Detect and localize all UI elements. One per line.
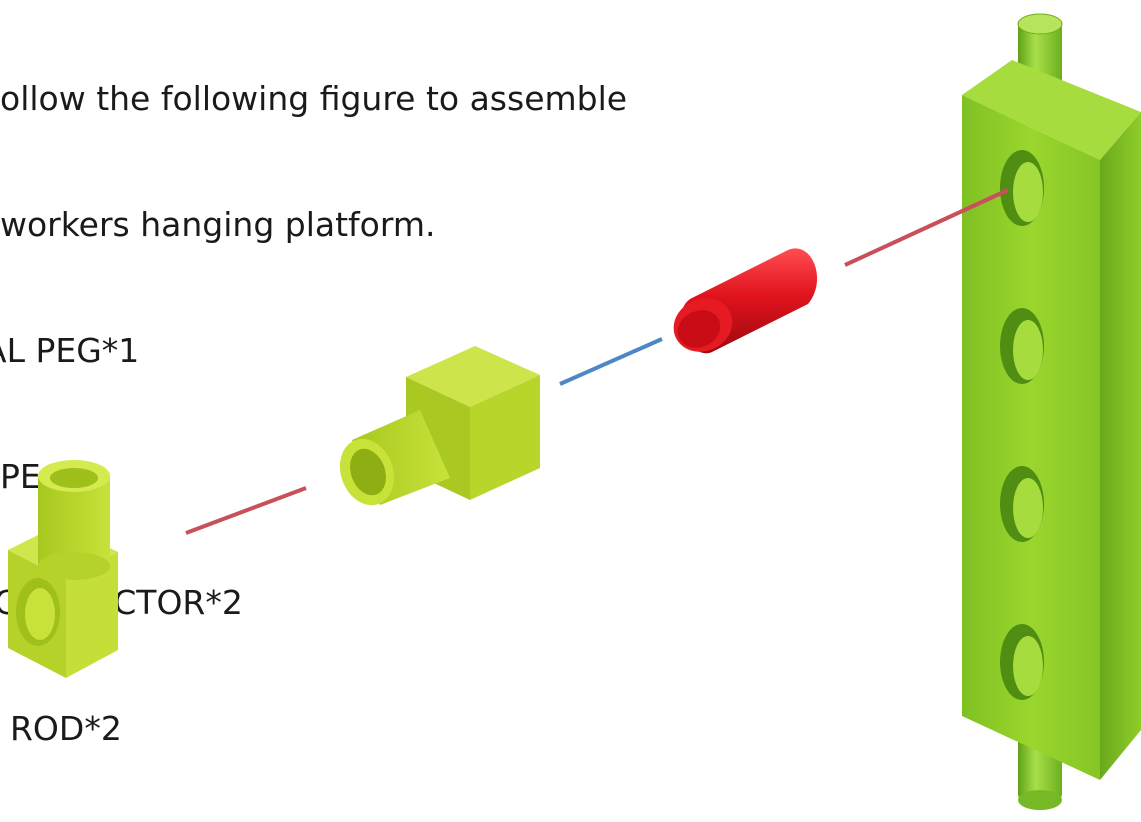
rod-side-face xyxy=(1100,112,1141,780)
connector-left-side-hole-inner xyxy=(25,588,55,640)
connector-left-cube-side xyxy=(66,552,118,678)
guide-line-connector-to-peg xyxy=(559,337,663,386)
rod-hole xyxy=(1013,320,1043,380)
connector-part-middle xyxy=(339,346,540,506)
part-list-item-rod: ROD*2 xyxy=(10,709,122,748)
connector-middle-tube-hole xyxy=(350,448,386,496)
assembly-instructions: ollow the following figure to assemble w… xyxy=(0,79,628,748)
rod-top-pin-cap xyxy=(1017,13,1063,35)
instruction-intro-line-2: workers hanging platform. xyxy=(0,205,436,244)
rod-hole xyxy=(1013,636,1043,696)
rod-hole xyxy=(1013,478,1043,538)
part-list-item-peg-a: AL PEG*1 xyxy=(0,331,140,370)
rod-bottom-pin-cap xyxy=(1018,790,1062,810)
rod-holes xyxy=(1000,150,1044,700)
connector-middle-cube-side xyxy=(470,375,540,500)
connector-left-tube-bottom xyxy=(38,552,110,580)
red-peg-part xyxy=(673,248,818,354)
guide-line-peg-to-rod xyxy=(844,188,1009,267)
rod-front-face xyxy=(962,95,1100,780)
rod-top-face xyxy=(962,60,1141,160)
guide-line-connector-to-connector xyxy=(185,486,307,535)
rod-part xyxy=(962,13,1141,810)
connector-left-tube-hole xyxy=(50,468,98,488)
rod-hole xyxy=(1013,162,1043,222)
instruction-intro-line-1: ollow the following figure to assemble xyxy=(0,79,628,118)
red-peg-end-shade xyxy=(677,310,721,348)
connector-middle-cube-top xyxy=(406,346,540,407)
connector-part-left xyxy=(8,460,118,678)
